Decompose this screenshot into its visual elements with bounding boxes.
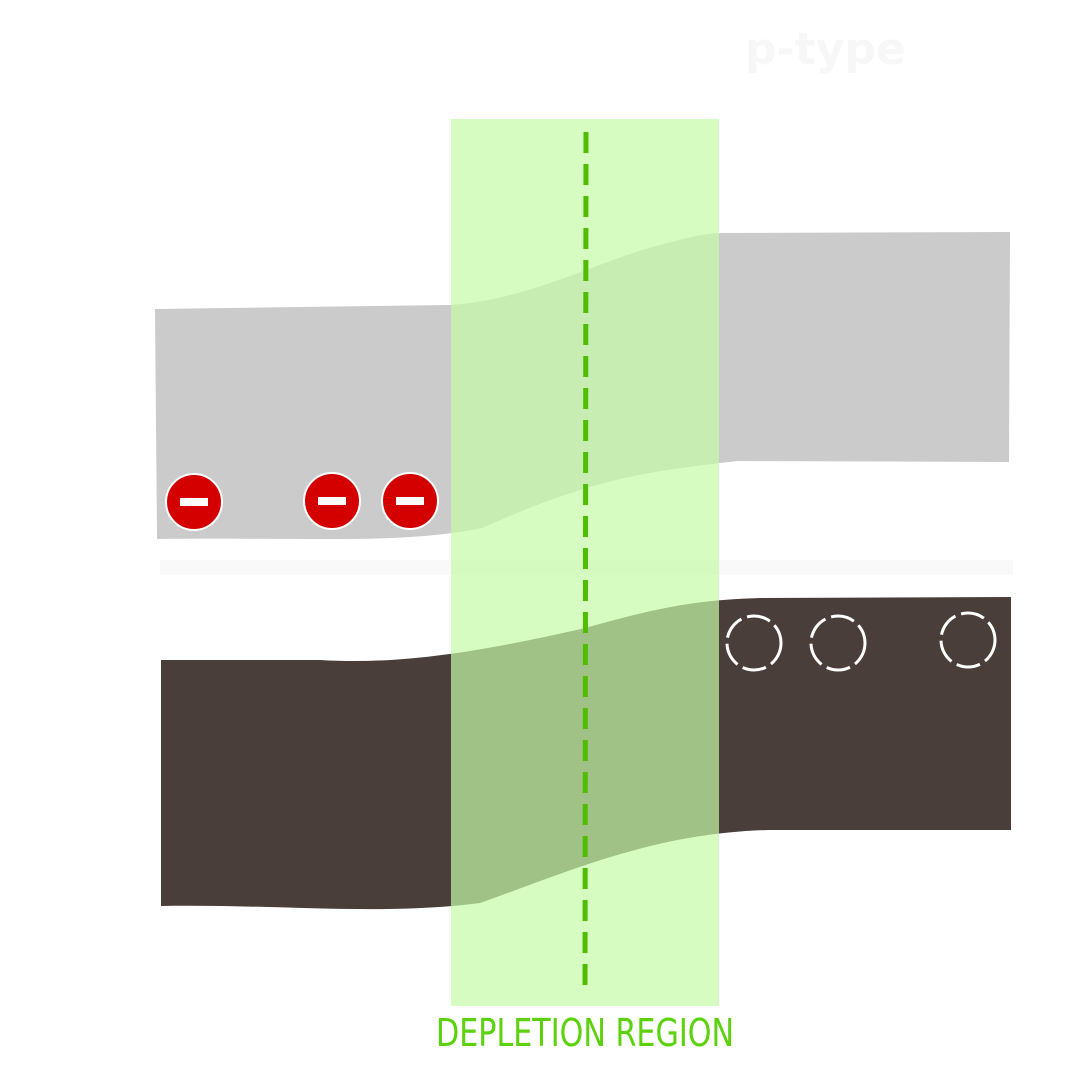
hole-3 — [939, 611, 997, 669]
electron-1 — [165, 473, 223, 531]
electron-3 — [381, 472, 439, 530]
hole-1 — [725, 614, 783, 672]
depletion-region-label: DEPLETION REGION — [436, 1011, 734, 1055]
hole-2 — [809, 614, 867, 672]
p-type-label: p-type — [745, 24, 906, 75]
junction-line — [582, 131, 589, 996]
electron-2 — [303, 472, 361, 530]
